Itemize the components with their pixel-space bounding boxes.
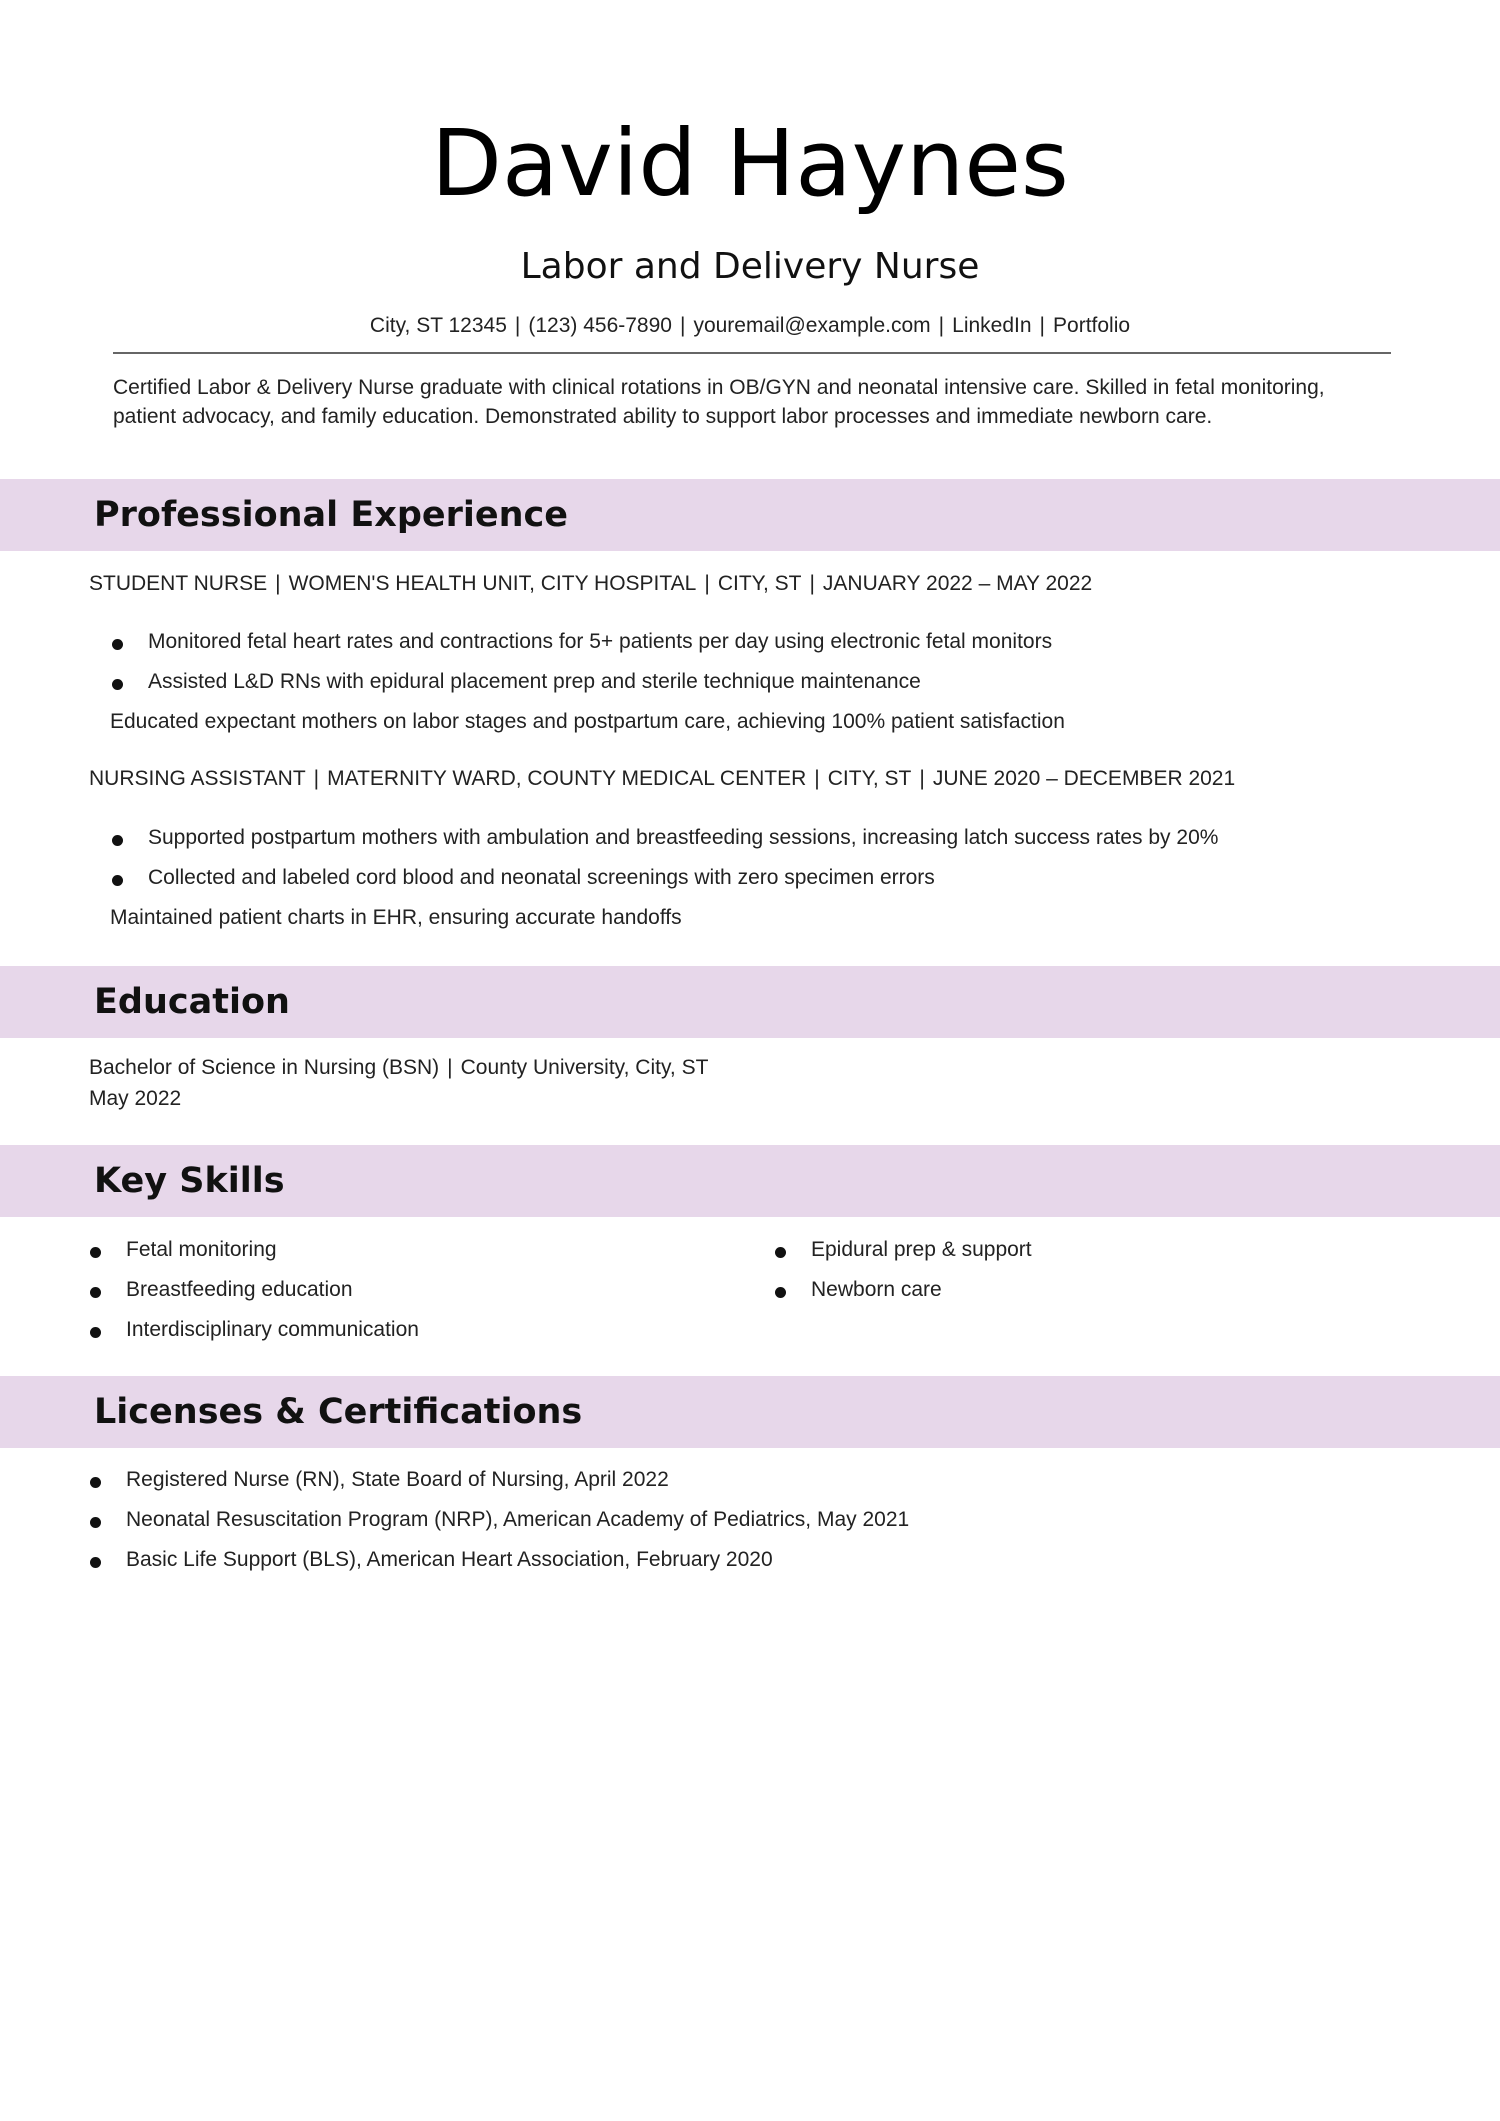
bullet-icon bbox=[775, 1247, 786, 1258]
bullet-text: Collected and labeled cord blood and neo… bbox=[148, 866, 935, 889]
job-dates: JUNE 2020 – DECEMBER 2021 bbox=[932, 767, 1236, 790]
skill-text: Epidural prep & support bbox=[811, 1238, 1032, 1261]
job-role: NURSING ASSISTANT bbox=[89, 767, 306, 790]
section-education: Education bbox=[0, 966, 1500, 1038]
job-extra-line: Maintained patient charts in EHR, ensuri… bbox=[110, 906, 682, 929]
bullet-text: Supported postpartum mothers with ambula… bbox=[148, 826, 1219, 849]
contact-linkedin[interactable]: LinkedIn bbox=[952, 314, 1032, 337]
candidate-name: David Haynes bbox=[431, 110, 1069, 217]
section-skills: Key Skills bbox=[0, 1145, 1500, 1217]
bullet-text: Assisted L&D RNs with epidural placement… bbox=[148, 670, 921, 693]
skill-text: Breastfeeding education bbox=[126, 1278, 353, 1301]
section-experience: Professional Experience bbox=[0, 479, 1500, 551]
bullet-icon bbox=[90, 1517, 101, 1528]
bullet-icon bbox=[90, 1557, 101, 1568]
contact-line: City, ST 12345 | (123) 456-7890 | youremail@… bbox=[0, 314, 1500, 338]
bullet-icon bbox=[90, 1287, 101, 1298]
education-school: County University, City, ST bbox=[460, 1056, 709, 1079]
separator: | bbox=[679, 314, 686, 337]
certification-text: Registered Nurse (RN), State Board of Nu… bbox=[126, 1468, 669, 1491]
separator: | bbox=[514, 314, 521, 337]
bullet-icon bbox=[112, 875, 123, 886]
separator: | bbox=[938, 314, 945, 337]
header-divider bbox=[113, 352, 1391, 354]
job-role: STUDENT NURSE bbox=[89, 572, 268, 595]
job-location: CITY, ST bbox=[827, 767, 912, 790]
skill-text: Newborn care bbox=[811, 1278, 942, 1301]
section-heading: Education bbox=[94, 982, 290, 1022]
bullet-icon bbox=[112, 679, 123, 690]
contact-email[interactable]: youremail@example.com bbox=[693, 314, 931, 337]
job-extra-line: Educated expectant mothers on labor stag… bbox=[110, 710, 1065, 733]
education-degree: Bachelor of Science in Nursing (BSN) bbox=[89, 1056, 440, 1079]
bullet-text: Monitored fetal heart rates and contract… bbox=[148, 630, 1053, 653]
skill-text: Interdisciplinary communication bbox=[126, 1318, 419, 1341]
skill-text: Fetal monitoring bbox=[126, 1238, 277, 1261]
bullet-icon bbox=[90, 1327, 101, 1338]
education-date: May 2022 bbox=[89, 1087, 182, 1110]
separator: | bbox=[1039, 314, 1046, 337]
certification-text: Neonatal Resuscitation Program (NRP), Am… bbox=[126, 1508, 910, 1531]
contact-phone: (123) 456-7890 bbox=[528, 314, 672, 337]
separator: | bbox=[809, 572, 815, 595]
summary-text: Certified Labor & Delivery Nurse graduat… bbox=[113, 376, 1325, 428]
separator: | bbox=[704, 572, 710, 595]
section-heading: Licenses & Certifications bbox=[94, 1392, 583, 1432]
education-degree-line: Bachelor of Science in Nursing (BSN) | Cou… bbox=[89, 1056, 708, 1080]
section-heading: Key Skills bbox=[94, 1161, 285, 1201]
certification-text: Basic Life Support (BLS), American Heart… bbox=[126, 1548, 773, 1571]
section-certifications: Licenses & Certifications bbox=[0, 1376, 1500, 1448]
contact-portfolio[interactable]: Portfolio bbox=[1053, 314, 1131, 337]
job-unit: WOMEN'S HEALTH UNIT, CITY HOSPITAL bbox=[288, 572, 697, 595]
job-header: NURSING ASSISTANT | MATERNITY WARD, COUNTY… bbox=[89, 767, 1235, 791]
bullet-icon bbox=[775, 1287, 786, 1298]
job-title: Labor and Delivery Nurse bbox=[520, 246, 980, 287]
bullet-icon bbox=[90, 1477, 101, 1488]
bullet-icon bbox=[112, 639, 123, 650]
contact-address: City, ST 12345 bbox=[369, 314, 507, 337]
job-unit: MATERNITY WARD, COUNTY MEDICAL CENTER bbox=[327, 767, 807, 790]
separator: | bbox=[313, 767, 320, 790]
separator: | bbox=[919, 767, 925, 790]
job-header: STUDENT NURSE | WOMEN'S HEALTH UNIT, CITY … bbox=[89, 572, 1092, 596]
job-location: CITY, ST bbox=[717, 572, 802, 595]
separator: | bbox=[275, 572, 281, 595]
section-heading: Professional Experience bbox=[94, 495, 569, 535]
job-dates: JANUARY 2022 – MAY 2022 bbox=[822, 572, 1093, 595]
bullet-icon bbox=[90, 1247, 101, 1258]
separator: | bbox=[814, 767, 820, 790]
bullet-icon bbox=[112, 835, 123, 846]
separator: | bbox=[447, 1056, 453, 1079]
